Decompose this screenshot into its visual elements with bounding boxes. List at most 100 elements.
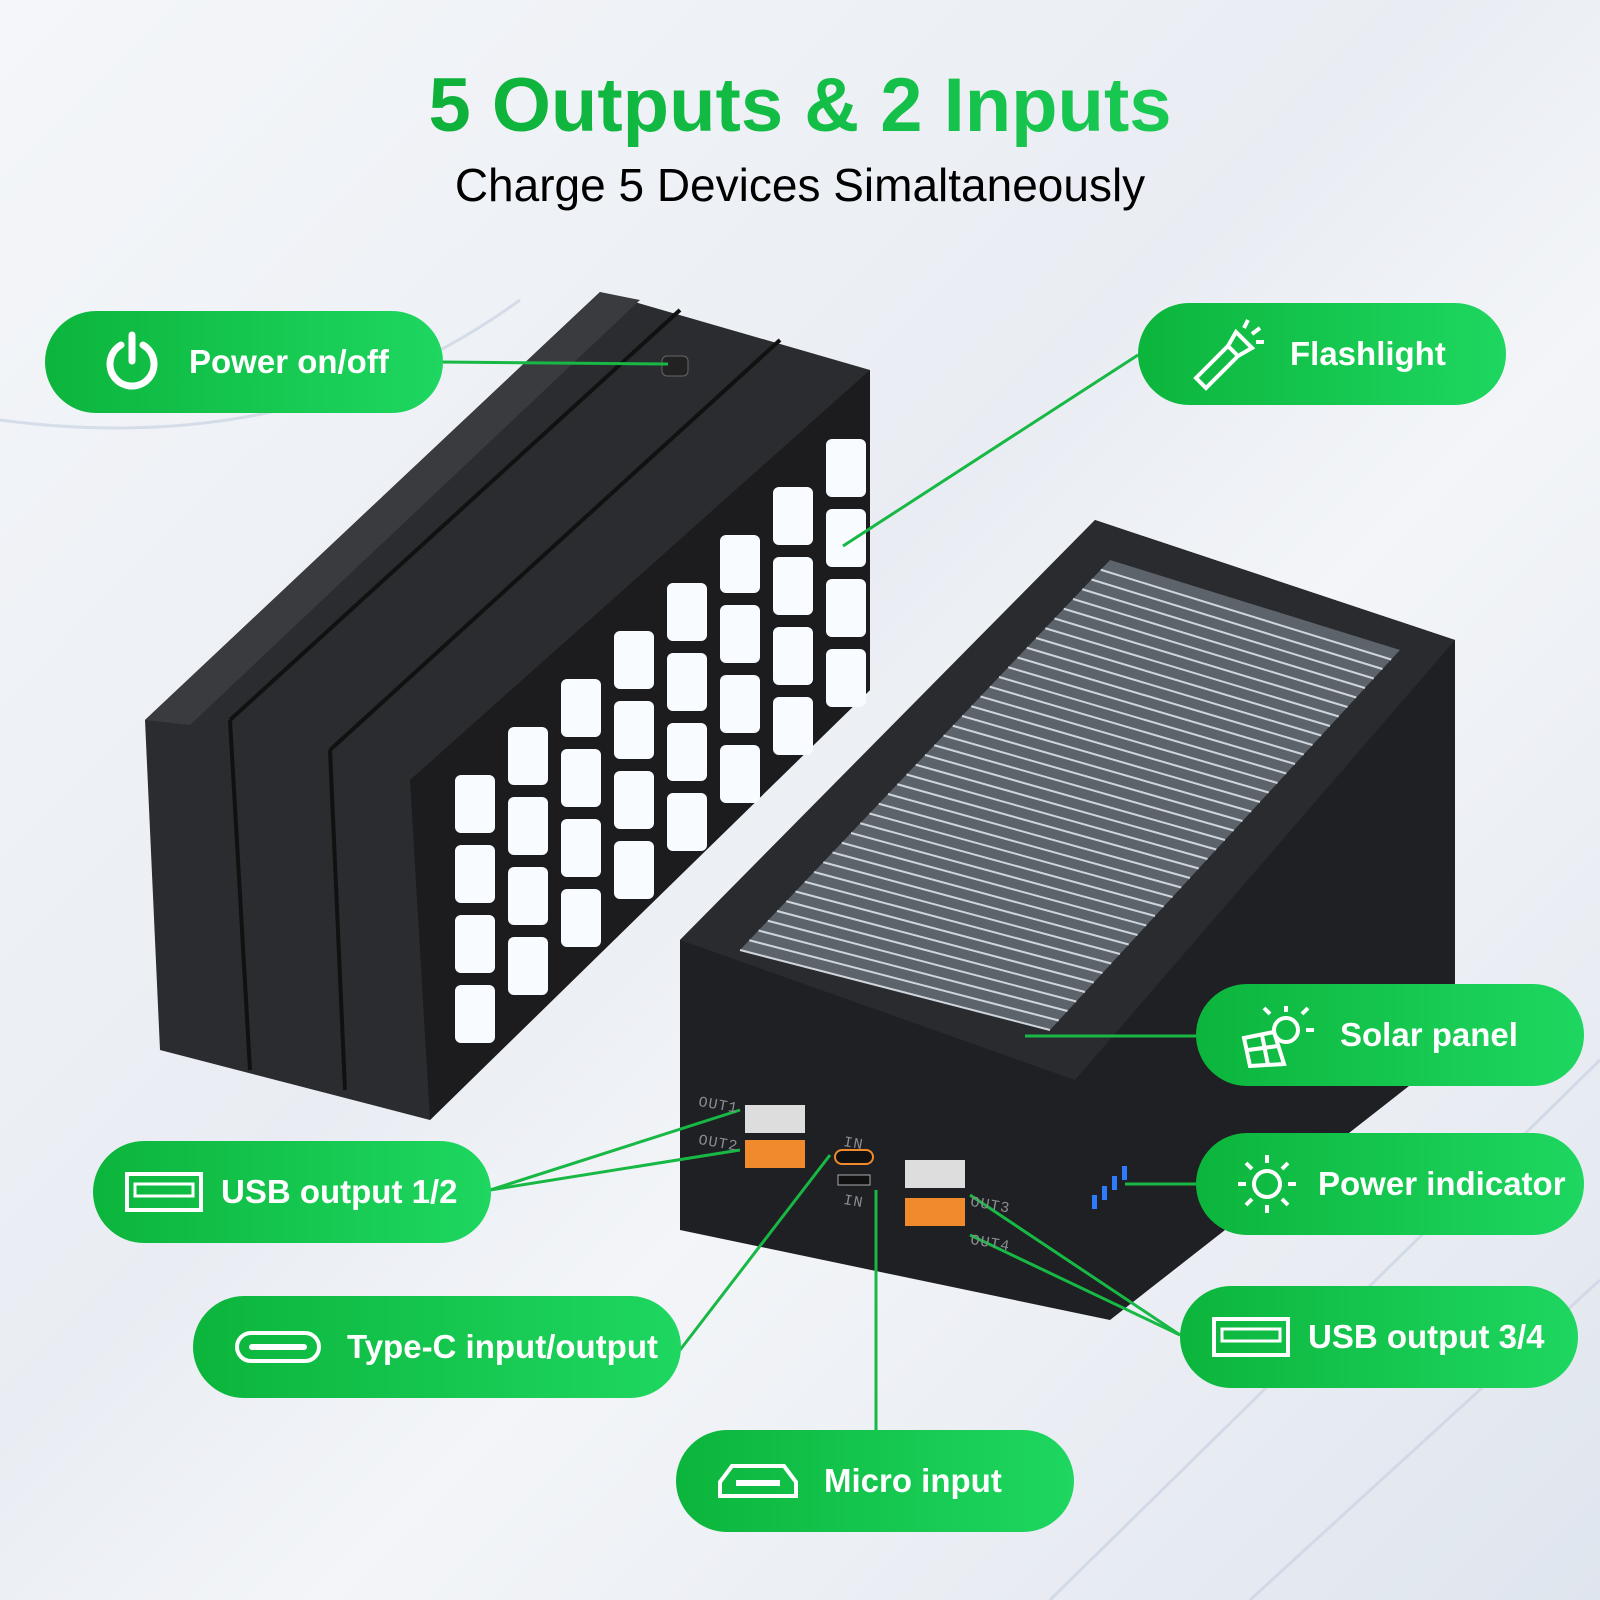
solar-cell-line <box>776 910 1086 993</box>
solar-cell-line <box>952 724 1252 813</box>
leader-lines <box>439 353 1196 1430</box>
solar-cell-line <box>758 929 1068 1012</box>
solar-cell-line <box>1044 627 1340 718</box>
led <box>455 845 495 903</box>
micro-usb-port-icon <box>718 1464 798 1498</box>
solar-cell-line <box>1026 646 1322 737</box>
led <box>826 649 866 707</box>
solar-cell-line <box>1091 578 1383 670</box>
solar-cell-line <box>1017 656 1313 746</box>
led <box>614 841 654 899</box>
led <box>826 439 866 497</box>
usb-port-icon <box>1212 1317 1290 1357</box>
callout-solar-panel: Solar panel <box>1196 984 1584 1086</box>
led <box>455 985 495 1043</box>
solar-cell-line <box>822 861 1130 946</box>
solar-cell-line <box>869 812 1173 898</box>
type-c-port-icon <box>235 1331 321 1363</box>
callout-label: USB output 1/2 <box>221 1173 458 1210</box>
solar-cell-line <box>887 793 1191 879</box>
led <box>667 583 707 641</box>
led <box>508 797 548 855</box>
solar-cell-line <box>748 939 1060 1022</box>
callout-power-indicator: Power indicator <box>1196 1133 1584 1235</box>
solar-cell-line <box>739 949 1051 1031</box>
callout-label: Type-C input/output <box>347 1328 658 1365</box>
solar-cell-line <box>1063 607 1357 699</box>
solar-cell-line <box>1035 637 1331 727</box>
power-bank-flashlight <box>145 292 870 1120</box>
led <box>561 819 601 877</box>
solar-cell-line <box>1100 568 1392 661</box>
callout-usb-output-3-4: USB output 3/4 <box>1180 1286 1578 1388</box>
led <box>773 697 813 755</box>
port-label-in-micro: IN <box>842 1192 865 1213</box>
solar-cell-line <box>804 880 1112 965</box>
sun-indicator-icon <box>1238 1155 1296 1213</box>
callout-usb-output-1-2: USB output 1/2 <box>93 1141 491 1243</box>
port-label-in-type-c: IN <box>842 1134 865 1155</box>
solar-cell-line <box>841 841 1147 927</box>
callout-type-c: Type-C input/output <box>193 1296 681 1398</box>
usb-port-icon <box>125 1172 203 1212</box>
led <box>455 915 495 973</box>
callout-label: Flashlight <box>1290 335 1446 372</box>
led <box>826 509 866 567</box>
solar-cell-line <box>933 744 1235 832</box>
led <box>720 535 760 593</box>
page-subtitle: Charge 5 Devices Simaltaneously <box>454 159 1146 211</box>
solar-cell-line <box>915 763 1217 851</box>
power-bank-solar <box>680 520 1455 1320</box>
power-button <box>661 355 689 377</box>
solar-cell-line <box>1081 588 1375 680</box>
led <box>561 749 601 807</box>
solar-cell-line <box>767 919 1077 1003</box>
solar-cell-line <box>813 871 1121 955</box>
led <box>667 723 707 781</box>
led <box>667 793 707 851</box>
led <box>614 631 654 689</box>
callout-power-on-off: Power on/off <box>45 311 443 413</box>
callout-label: Micro input <box>824 1462 1002 1499</box>
solar-cell-line <box>832 851 1138 936</box>
solar-panel-icon <box>1241 1006 1314 1068</box>
led <box>614 701 654 759</box>
solar-cell-line <box>961 715 1261 803</box>
solar-cell-line <box>943 734 1243 822</box>
callout-label: Solar panel <box>1340 1016 1518 1053</box>
led <box>667 653 707 711</box>
led <box>508 937 548 995</box>
callout-flashlight: Flashlight <box>1138 303 1506 405</box>
solar-cell-line <box>989 685 1287 775</box>
solar-cell-line <box>1054 617 1348 708</box>
led <box>720 605 760 663</box>
solar-cell-line <box>970 705 1270 794</box>
solar-cell-line <box>1072 598 1366 689</box>
led <box>720 745 760 803</box>
led <box>720 675 760 733</box>
led <box>561 889 601 947</box>
callout-label: Power indicator <box>1318 1165 1566 1202</box>
led <box>826 579 866 637</box>
led <box>773 627 813 685</box>
solar-cell-line <box>785 900 1095 984</box>
solar-cell-line <box>998 676 1296 765</box>
solar-cell-line <box>795 890 1103 974</box>
solar-cell-line <box>878 802 1182 889</box>
solar-cell-line <box>906 773 1208 860</box>
led <box>773 487 813 545</box>
callout-label: Power on/off <box>189 343 389 380</box>
solar-cell-line <box>896 783 1200 870</box>
solar-cell-line <box>859 822 1165 908</box>
page-title: 5 Outputs & 2 Inputs <box>0 62 1600 149</box>
callout-micro-input: Micro input <box>676 1430 1074 1532</box>
power-icon <box>106 331 158 390</box>
solar-cell-line <box>850 832 1156 917</box>
led <box>508 727 548 785</box>
flashlight-icon <box>1193 319 1264 391</box>
solar-cell-line <box>1007 666 1305 756</box>
led <box>508 867 548 925</box>
led <box>455 775 495 833</box>
led <box>773 557 813 615</box>
